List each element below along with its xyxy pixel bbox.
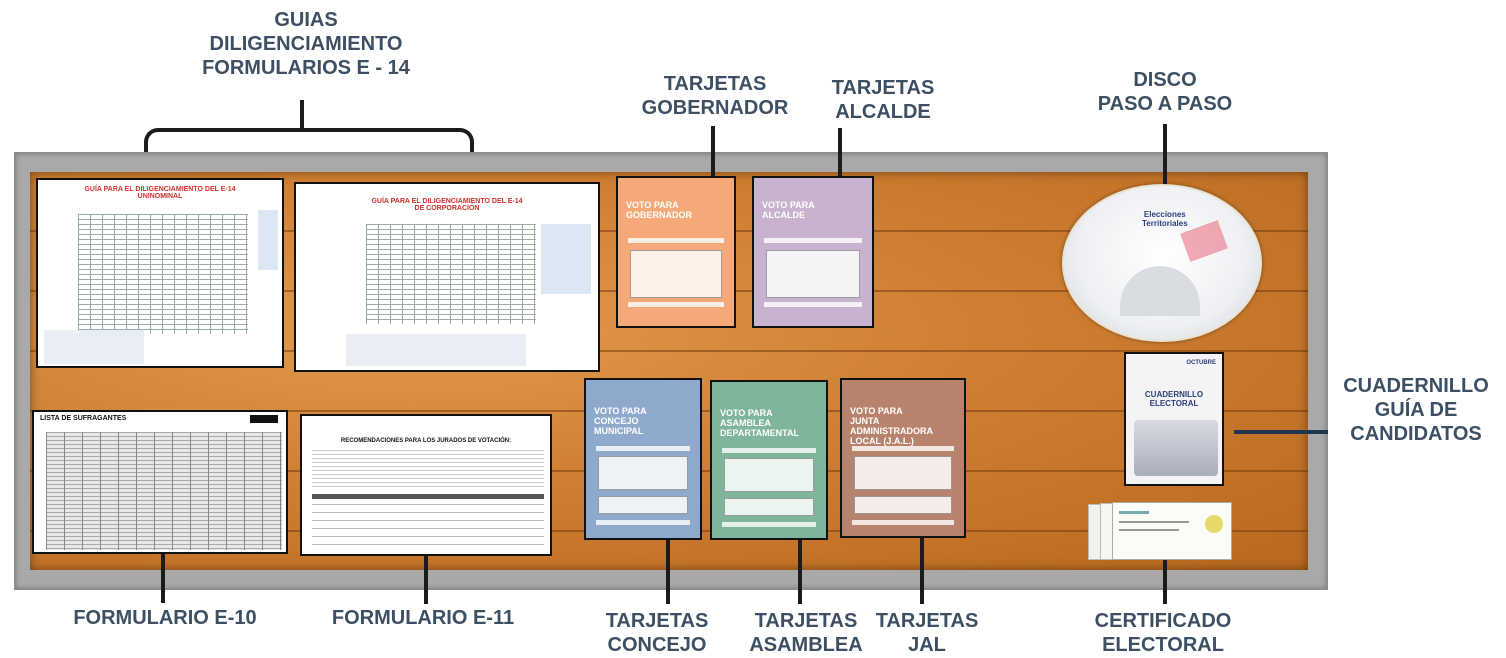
tarjeta-concejo: VOTO PARA CONCEJO MUNICIPAL <box>584 378 702 540</box>
stick-asamblea <box>798 538 802 604</box>
card-jal-text: VOTO PARA JUNTA ADMINISTRADORA LOCAL (J.… <box>850 406 933 446</box>
formulario-e11: RECOMENDACIONES PARA LOS JURADOS DE VOTA… <box>300 414 552 556</box>
label-certificado: CERTIFICADO ELECTORAL <box>1094 610 1232 656</box>
tarjeta-alcalde: VOTO PARA ALCALDE <box>752 176 874 328</box>
tarjeta-gobernador: VOTO PARA GOBERNADOR <box>616 176 736 328</box>
disco-paso-a-paso: Elecciones Territoriales <box>1062 184 1262 342</box>
label-formulario-e11: FORMULARIO E-11 <box>331 607 515 629</box>
guide2-title: GUÍA PARA EL DILIGENCIAMIENTO DEL E-14 D… <box>371 198 523 212</box>
stick-e10 <box>161 553 165 603</box>
stick-alcalde <box>838 128 842 178</box>
stick-jal <box>920 536 924 604</box>
label-tarjetas-jal: TARJETAS JAL <box>875 610 979 656</box>
e10-title: LISTA DE SUFRAGANTES <box>40 415 127 422</box>
stick-certificado <box>1163 560 1167 604</box>
tarjeta-asamblea: VOTO PARA ASAMBLEA DEPARTAMENTAL <box>710 380 828 540</box>
tarjeta-jal: VOTO PARA JUNTA ADMINISTRADORA LOCAL (J.… <box>840 378 966 538</box>
guide-e14-uninominal: GUÍA PARA EL DILIGENCIAMIENTO DEL E-14 U… <box>36 178 284 368</box>
label-tarjetas-concejo: TARJETAS CONCEJO <box>605 610 709 656</box>
label-tarjetas-asamblea: TARJETAS ASAMBLEA <box>749 610 863 656</box>
stick-disco <box>1163 124 1167 186</box>
certificado-electoral <box>1088 502 1232 560</box>
guides-bracket-stem <box>300 100 304 130</box>
cuadernillo-electoral: OCTUBRE CUADERNILLO ELECTORAL <box>1124 352 1224 486</box>
label-formulario-e10: FORMULARIO E-10 <box>73 607 257 629</box>
cuadernillo-title: CUADERNILLO ELECTORAL <box>1144 390 1204 408</box>
label-cuadernillo: CUADERNILLO GUÍA DE CANDIDATOS <box>1343 375 1489 445</box>
label-disco: DISCO PASO A PASO <box>1097 69 1233 115</box>
label-guias-e14: GUIAS DILIGENCIAMIENTO FORMULARIOS E - 1… <box>202 9 410 79</box>
disc-logo-text: Elecciones Territoriales <box>1142 210 1188 228</box>
card-alcalde-text: VOTO PARA ALCALDE <box>762 200 815 220</box>
formulario-e10: LISTA DE SUFRAGANTES <box>32 410 288 554</box>
card-concejo-text: VOTO PARA CONCEJO MUNICIPAL <box>594 406 647 436</box>
card-asamblea-text: VOTO PARA ASAMBLEA DEPARTAMENTAL <box>720 408 799 438</box>
label-tarjetas-gobernador: TARJETAS GOBERNADOR <box>641 73 789 119</box>
card-gobernador-text: VOTO PARA GOBERNADOR <box>626 200 693 220</box>
guide-e14-corporacion: GUÍA PARA EL DILIGENCIAMIENTO DEL E-14 D… <box>294 182 600 372</box>
label-tarjetas-alcalde: TARJETAS ALCALDE <box>831 77 935 123</box>
guide1-title: GUÍA PARA EL DILIGENCIAMIENTO DEL E-14 U… <box>84 186 236 200</box>
line-cuadernillo <box>1234 430 1328 434</box>
cuadernillo-date: OCTUBRE <box>1186 360 1216 366</box>
stick-concejo <box>666 538 670 604</box>
stick-e11 <box>424 556 428 604</box>
e11-title: RECOMENDACIONES PARA LOS JURADOS DE VOTA… <box>340 438 512 444</box>
stick-gobernador <box>711 126 715 178</box>
guides-bracket <box>144 128 474 174</box>
